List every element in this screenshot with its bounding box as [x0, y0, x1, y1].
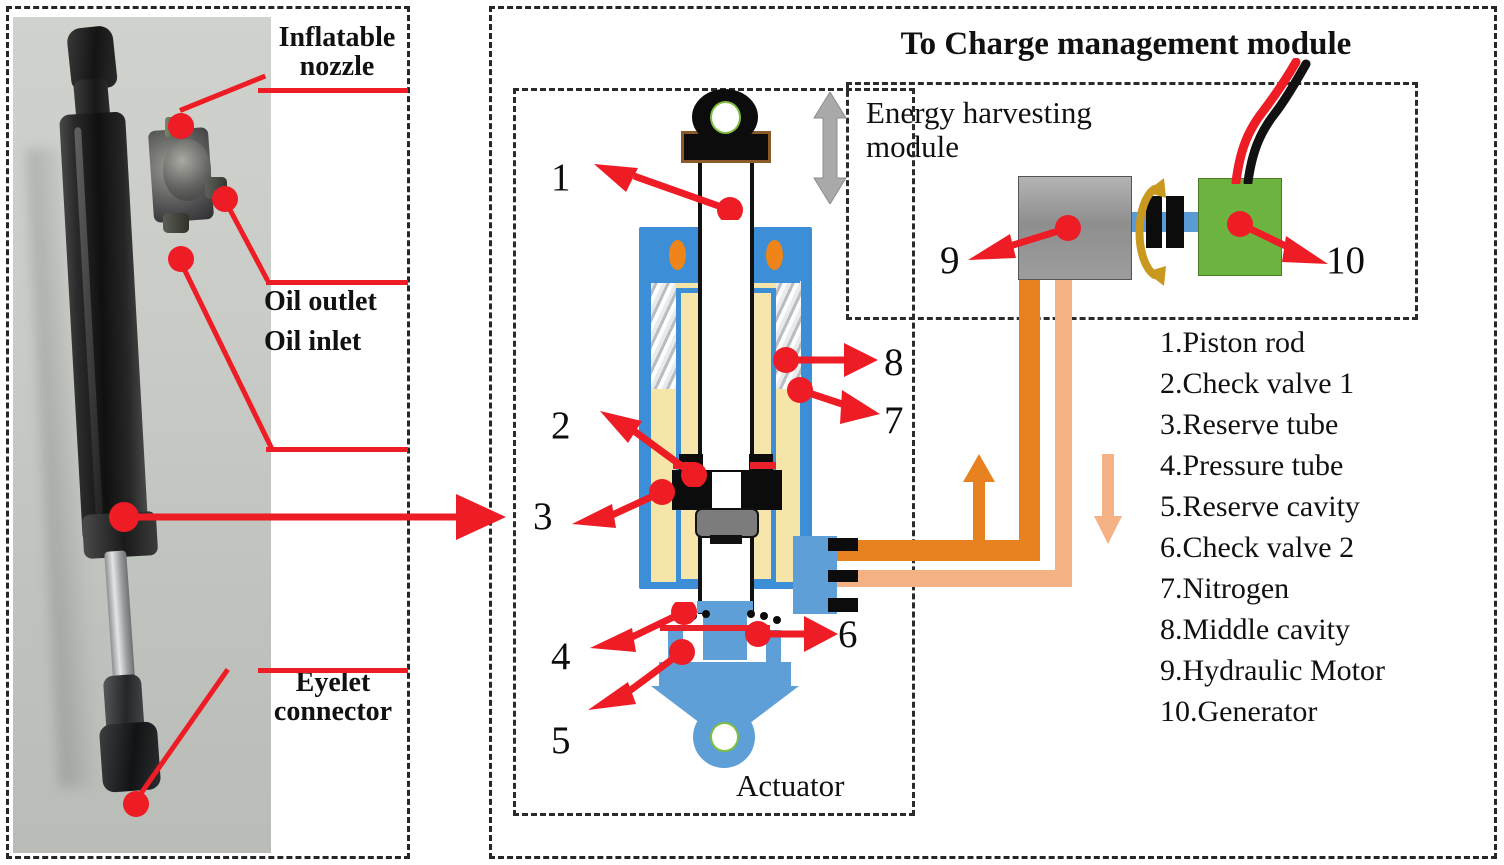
cylinder-hatching-left	[651, 281, 676, 389]
callout-oil-inlet-leader-h	[266, 447, 408, 452]
callout-inflatable-nozzle-label: Inflatable nozzle	[278, 22, 396, 82]
oil-inlet-stub	[163, 213, 189, 233]
callout-eyelet-connector-dot	[123, 791, 149, 817]
callout-leader-9	[968, 215, 1081, 260]
piston-bore	[712, 472, 741, 508]
damper-bottom-eyelet	[98, 721, 162, 793]
callout-leader-1	[594, 164, 743, 220]
charge-management-title: To Charge management module	[900, 26, 1352, 62]
return-flow-arrow-icon	[1094, 454, 1122, 544]
callout-number-10: 10	[1326, 239, 1365, 282]
callout-number-1: 1	[551, 156, 571, 199]
legend-item: 1.Piston rod	[1160, 326, 1306, 359]
callout-inflatable-nozzle-leader-h	[258, 88, 408, 93]
callout-oil-inlet-dot	[168, 246, 194, 272]
callout-number-2: 2	[551, 404, 571, 447]
legend-item: 9.Hydraulic Motor	[1160, 654, 1385, 687]
shaft-rotation-arrow-icon	[1135, 178, 1166, 286]
valve-bead	[760, 612, 768, 620]
damper-piston-rod	[104, 550, 136, 692]
valve-bead	[747, 610, 755, 618]
callout-leader-5	[588, 639, 695, 710]
valve-bead	[773, 616, 781, 624]
callout-leader-6	[745, 616, 838, 652]
callout-leader-8	[773, 343, 878, 377]
generator-wires-icon	[1231, 58, 1311, 184]
check-valve-2-seat	[660, 625, 770, 631]
callout-oil-outlet-label: Oil outlet	[264, 286, 377, 317]
supply-pipe-horizontal	[836, 540, 1036, 561]
callout-number-5: 5	[551, 719, 571, 762]
callout-number-8: 8	[884, 341, 904, 384]
check-valve-1-seat-right	[750, 462, 776, 469]
piston-rod-eyelet-hole	[710, 101, 741, 134]
rod-seal-right	[766, 240, 783, 270]
check-valve-2-cap	[697, 601, 753, 613]
callout-leader-2	[600, 411, 707, 487]
callout-eyelet-connector-label: Eyelet connector	[273, 667, 393, 728]
legend-item: 8.Middle cavity	[1160, 613, 1350, 646]
actuator-bottom-eyelet-hole	[710, 722, 739, 752]
callout-oil-outlet-dot	[212, 186, 238, 212]
callout-inflatable-nozzle-dot	[168, 113, 194, 139]
return-pipe-horizontal	[836, 570, 1072, 587]
callout-oil-outlet-leader-h	[266, 280, 408, 285]
check-valve-2-body	[703, 606, 747, 660]
component-legend: 1.Piston rod 2.Check valve 1 3.Reserve t…	[1160, 322, 1490, 732]
legend-item: 4.Pressure tube	[1160, 449, 1344, 482]
damper-valve-ring	[163, 139, 211, 201]
energy-harvesting-module-box	[846, 82, 1418, 320]
return-pipe-vertical	[1055, 278, 1072, 570]
valve-bead	[702, 610, 710, 618]
supply-pipe-vertical	[1019, 278, 1040, 540]
legend-item: 5.Reserve cavity	[1160, 490, 1360, 523]
callout-leader-3	[572, 479, 675, 528]
cylinder-base	[659, 662, 791, 688]
damper-photograph	[13, 17, 271, 853]
port-fitting-top	[828, 538, 858, 551]
legend-item: 10.Generator	[1160, 695, 1318, 728]
callout-oil-inlet-label: Oil inlet	[264, 326, 362, 357]
callout-leader-10	[1227, 211, 1328, 264]
callout-number-6: 6	[838, 613, 858, 656]
system-schematic-panel	[489, 6, 1497, 859]
supply-flow-arrow-icon	[963, 454, 995, 546]
check-valve-2-leg-right	[766, 630, 781, 672]
legend-item: 2.Check valve 1	[1160, 367, 1355, 400]
callout-leader-4	[590, 602, 697, 652]
callout-eyelet-connector-bar	[258, 668, 408, 673]
coupling-block-right	[1166, 196, 1184, 248]
piston-valve-tab	[710, 535, 742, 544]
legend-item: 3.Reserve tube	[1160, 408, 1339, 441]
legend-item: 6.Check valve 2	[1160, 531, 1355, 564]
coupling-block-left	[1146, 196, 1162, 248]
legend-item: 7.Nitrogen	[1160, 572, 1290, 605]
physical-prototype-panel	[6, 6, 410, 859]
actuator-label: Actuator	[736, 768, 845, 803]
rod-seal-left	[669, 240, 686, 270]
piston-valve-plate	[695, 508, 759, 538]
callout-number-9: 9	[940, 239, 960, 282]
callout-number-4: 4	[551, 635, 571, 678]
photo-to-schematic-arrow	[109, 494, 506, 540]
port-fitting-middle	[828, 570, 858, 582]
port-fitting-bottom	[828, 598, 858, 612]
callout-number-3: 3	[533, 495, 553, 538]
callout-number-7: 7	[884, 399, 904, 442]
vertical-motion-arrow-icon	[813, 92, 847, 204]
callout-leader-7	[787, 377, 880, 424]
